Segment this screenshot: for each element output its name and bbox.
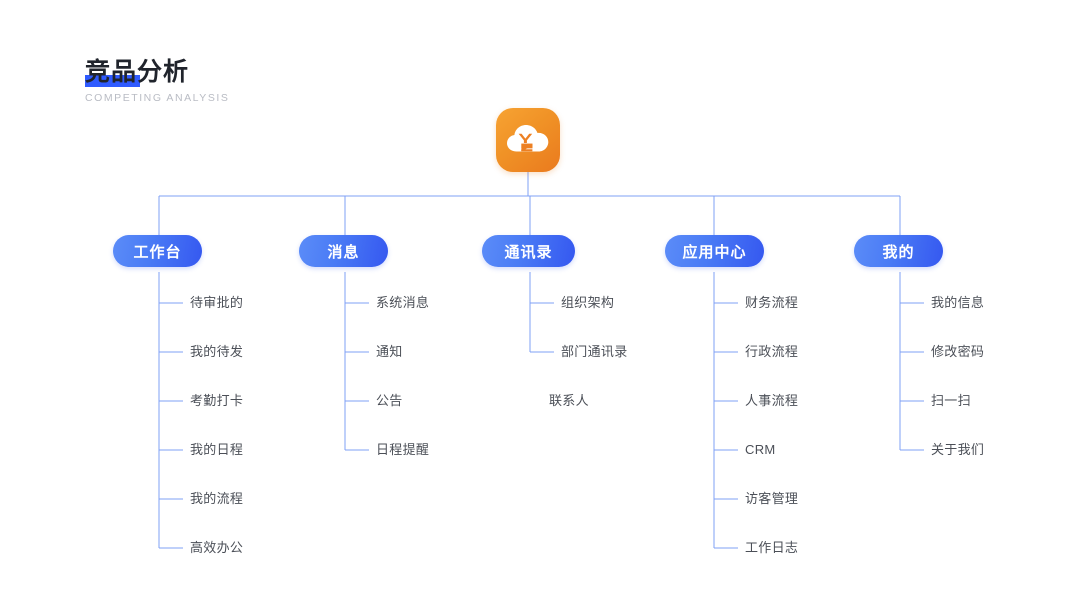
leaf-item[interactable]: 人事流程 — [745, 393, 799, 408]
cloud-yz-app-icon[interactable] — [496, 108, 560, 172]
leaf-item[interactable]: CRM — [745, 442, 776, 457]
leaf-item[interactable]: 高效办公 — [190, 540, 244, 555]
leaf-item[interactable]: 我的日程 — [190, 442, 244, 457]
branch-pill-2[interactable]: 消息 — [299, 235, 388, 267]
leaf-item[interactable]: 关于我们 — [931, 442, 985, 457]
branch-pill-4[interactable]: 应用中心 — [665, 235, 764, 267]
branch-pill-3[interactable]: 通讯录 — [482, 235, 575, 267]
leaf-item[interactable]: 我的流程 — [190, 491, 244, 506]
leaf-item[interactable]: 系统消息 — [376, 295, 430, 310]
leaf-item[interactable]: 考勤打卡 — [190, 393, 244, 408]
leaf-item-standalone[interactable]: 联系人 — [549, 393, 589, 408]
title-block: 竞品分析 — [85, 57, 189, 87]
leaf-item[interactable]: 行政流程 — [745, 344, 799, 359]
page-subtitle: COMPETING ANALYSIS — [85, 92, 230, 104]
leaf-item[interactable]: 日程提醒 — [376, 442, 430, 457]
leaf-item[interactable]: 组织架构 — [561, 295, 615, 310]
leaf-item[interactable]: 扫一扫 — [931, 393, 971, 408]
branch-pill-1[interactable]: 工作台 — [113, 235, 202, 267]
leaf-item[interactable]: 访客管理 — [745, 491, 799, 506]
leaf-item[interactable]: 公告 — [376, 393, 403, 408]
leaf-item[interactable]: 待审批的 — [190, 295, 244, 310]
leaf-item[interactable]: 我的信息 — [931, 295, 985, 310]
leaf-item[interactable]: 工作日志 — [745, 540, 799, 555]
branch-pill-5[interactable]: 我的 — [854, 235, 943, 267]
leaf-item[interactable]: 财务流程 — [745, 295, 799, 310]
leaf-item[interactable]: 修改密码 — [931, 344, 985, 359]
page-title: 竞品分析 — [85, 58, 190, 86]
cloud-yz-glyph — [507, 125, 549, 152]
leaf-item[interactable]: 部门通讯录 — [561, 344, 628, 359]
leaf-item[interactable]: 通知 — [376, 344, 403, 359]
title-highlight-bar — [85, 75, 140, 87]
leaf-item[interactable]: 我的待发 — [190, 344, 244, 359]
